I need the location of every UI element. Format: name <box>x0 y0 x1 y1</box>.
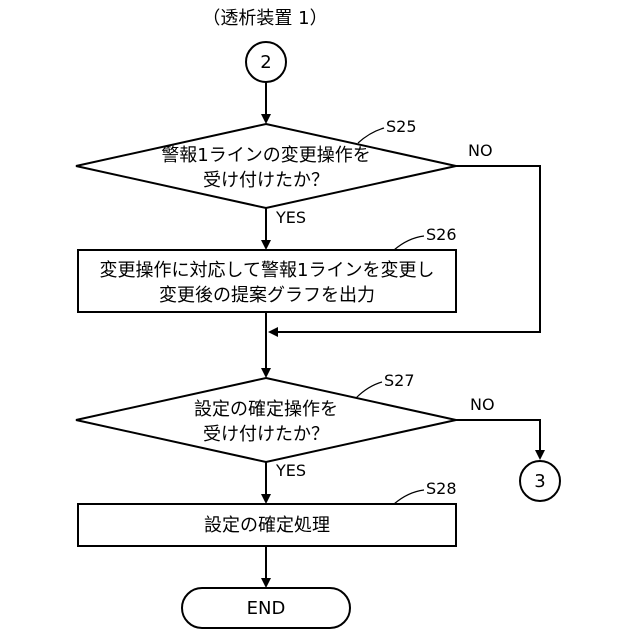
s27-no-label: NO <box>470 395 495 414</box>
arrow-head <box>261 240 271 250</box>
step-label-leader <box>394 490 424 504</box>
process-s26-line2: 変更後の提案グラフを出力 <box>159 285 375 306</box>
decision-s27: 設定の確定操作を 受け付けたか？ <box>76 378 456 462</box>
decision-s25: 警報1ラインの変更操作を 受け付けたか？ <box>76 124 456 208</box>
s25-yes-label: YES <box>275 208 306 227</box>
s27-no-path <box>456 420 540 452</box>
process-s26: 変更操作に対応して警報1ラインを変更し 変更後の提案グラフを出力 <box>78 250 456 312</box>
decision-s25-line2: 受け付けたか？ <box>203 170 329 191</box>
process-s28-text: 設定の確定処理 <box>204 515 330 536</box>
end-terminator: END <box>182 588 350 628</box>
arrow-head <box>261 114 271 124</box>
end-connector-label: 3 <box>534 471 545 492</box>
s27-yes-label: YES <box>275 461 306 480</box>
start-connector: 2 <box>246 42 286 82</box>
arrow-head <box>261 368 271 378</box>
step-label-s26: S26 <box>426 225 457 244</box>
start-connector-label: 2 <box>260 52 271 73</box>
decision-s25-line1: 警報1ラインの変更操作を <box>161 145 370 166</box>
arrow-head <box>268 327 278 337</box>
process-s26-line1: 変更操作に対応して警報1ラインを変更し <box>100 260 435 281</box>
arrow-head <box>261 578 271 588</box>
step-label-leader <box>358 128 384 143</box>
end-connector: 3 <box>520 461 560 501</box>
end-terminator-label: END <box>247 598 286 619</box>
decision-s27-line1: 設定の確定操作を <box>194 399 338 420</box>
step-label-s28: S28 <box>426 479 457 498</box>
step-label-leader <box>394 236 424 250</box>
process-s28: 設定の確定処理 <box>78 504 456 546</box>
step-label-s27: S27 <box>384 371 415 390</box>
arrow-head <box>261 494 271 504</box>
arrow-head <box>535 450 545 460</box>
step-label-leader <box>356 382 382 398</box>
diagram-title: （透析装置 1） <box>202 8 327 29</box>
step-label-s25: S25 <box>386 117 417 136</box>
s25-no-label: NO <box>468 141 493 160</box>
decision-s27-line2: 受け付けたか？ <box>203 424 329 445</box>
